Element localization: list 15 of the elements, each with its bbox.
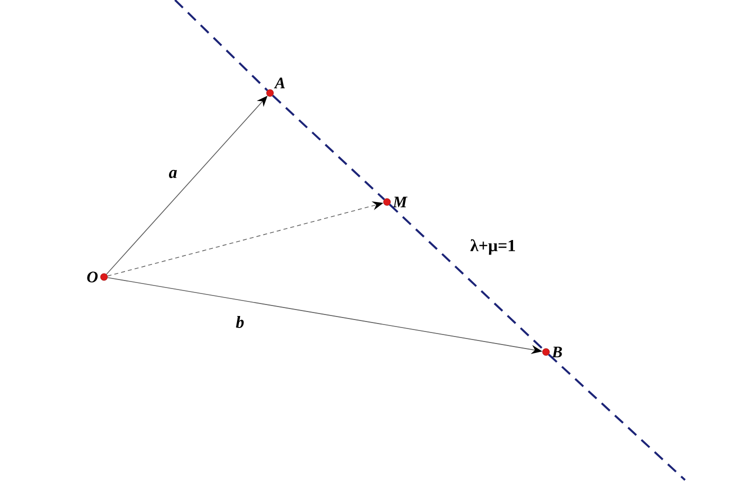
node-label: B [552,346,562,358]
dashed-line [174,0,268,92]
edge-label: a [168,170,177,178]
dashed-line [389,204,544,350]
equation-label: λ+μ=1 [470,239,515,255]
point: M [383,196,408,208]
node-label: O [87,272,98,282]
node-label: M [392,196,408,208]
node-label: A [274,78,285,88]
point: O [87,272,108,282]
dashed-line [548,354,686,481]
dashed-line [272,94,385,200]
point: B [542,346,562,358]
edge-label: b [236,316,244,328]
point: A [266,78,285,97]
